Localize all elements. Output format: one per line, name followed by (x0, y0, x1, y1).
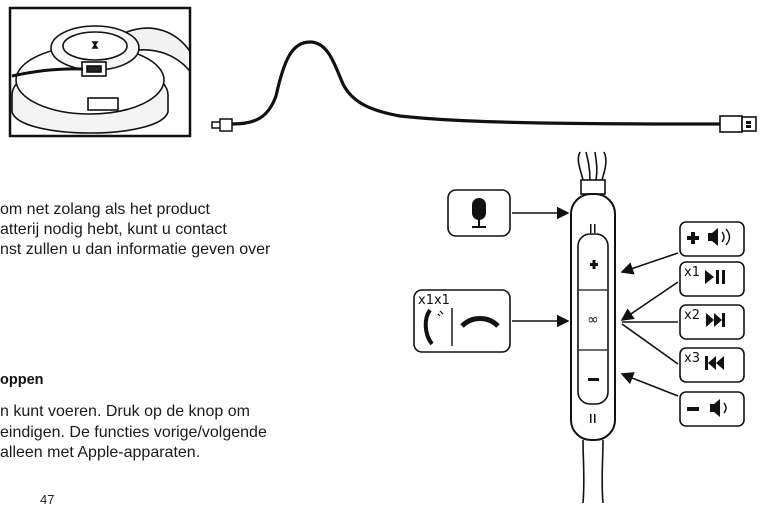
microphone-icon (472, 198, 486, 228)
paragraph-2-line: alleen met Apple-apparaten. (0, 444, 201, 461)
microphone-box (447, 189, 570, 237)
volume-down-box (679, 391, 745, 427)
remote-cable-top (577, 151, 607, 195)
remote-body (570, 193, 616, 503)
play-pause-icon (705, 270, 725, 284)
headphone-cable-illustration (8, 6, 757, 138)
page-number: 47 (40, 492, 55, 507)
remote-control-diagram: ∞ x1x1 x1 (413, 151, 745, 503)
paragraph-1-line: nst zullen u dan informatie geven over (0, 241, 271, 258)
paragraph-2: n kunt voeren. Druk op de knop om eindig… (0, 402, 400, 464)
volume-down-icon (710, 399, 727, 417)
paragraph-1-line: om net zolang als het product (0, 201, 210, 218)
remote-plus-button (590, 260, 598, 269)
play-pause-press-label: x1 (684, 265, 700, 280)
paragraph-2-line: eindigen. De functies vorige/volgende (0, 423, 267, 441)
previous-track-icon (705, 356, 724, 370)
earcup-illustration (8, 6, 192, 138)
next-track-press-label: x2 (684, 308, 700, 323)
play-pause-box: x1 (679, 261, 745, 297)
charging-cable-illustration (211, 40, 757, 133)
volume-up-icon (708, 228, 731, 246)
paragraph-2-line: n kunt voeren. Druk op de knop om (0, 403, 250, 420)
remote-minus-button (588, 378, 599, 381)
remote-center-button: ∞ (587, 312, 599, 328)
previous-track-press-label: x3 (684, 351, 700, 366)
volume-up-box (679, 221, 745, 257)
paragraph-1: om net zolang als het product atterij no… (0, 200, 400, 260)
section-heading: oppen (0, 372, 44, 388)
call-press-label: x1x1 (418, 293, 450, 308)
previous-track-box: x3 (679, 347, 745, 383)
call-control-box: x1x1 (413, 289, 570, 353)
next-track-icon (706, 313, 725, 327)
hang-up-icon (460, 316, 500, 328)
paragraph-1-line: atterij nodig hebt, kunt u contact (0, 221, 227, 238)
next-track-box: x2 (679, 304, 745, 340)
phone-call-icon (423, 308, 444, 346)
